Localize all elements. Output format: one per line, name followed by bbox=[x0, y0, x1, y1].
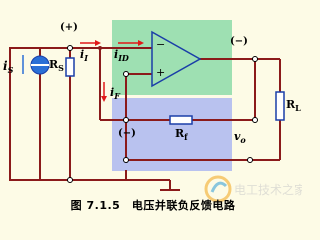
label-is: iS bbox=[3, 59, 14, 75]
junction-dot bbox=[98, 46, 102, 50]
label-rl: RL bbox=[286, 98, 301, 113]
opamp-triangle bbox=[151, 30, 202, 88]
label-minus-top: (−) bbox=[230, 36, 248, 47]
circuit-diagram: − + (+) (−) (−) iS RS iI iID iF bbox=[3, 20, 301, 191]
label-rf: Rf bbox=[175, 127, 188, 142]
rs-resistor bbox=[65, 57, 75, 77]
watermark-logo: 电工技术之家 bbox=[204, 175, 302, 203]
opamp-minus-sign: − bbox=[156, 38, 165, 51]
terminals bbox=[67, 45, 258, 183]
rl-resistor bbox=[275, 91, 285, 121]
label-minus-mid: (−) bbox=[118, 128, 136, 139]
watermark-text: 电工技术之家 bbox=[234, 182, 302, 197]
feedback-region-box bbox=[112, 98, 232, 171]
opamp-plus-sign: + bbox=[156, 66, 165, 79]
figure-caption: 图 7.1.5 电压并联负反馈电路 bbox=[70, 199, 236, 212]
label-vo: vo bbox=[234, 130, 246, 145]
rf-resistor bbox=[169, 115, 193, 125]
label-rs: RS bbox=[49, 58, 64, 73]
label-plus-top: (+) bbox=[60, 22, 78, 33]
label-if: iF bbox=[110, 86, 121, 101]
label-ii: iI bbox=[80, 48, 88, 63]
current-arrows bbox=[22, 40, 144, 102]
label-iid: iID bbox=[114, 48, 129, 63]
